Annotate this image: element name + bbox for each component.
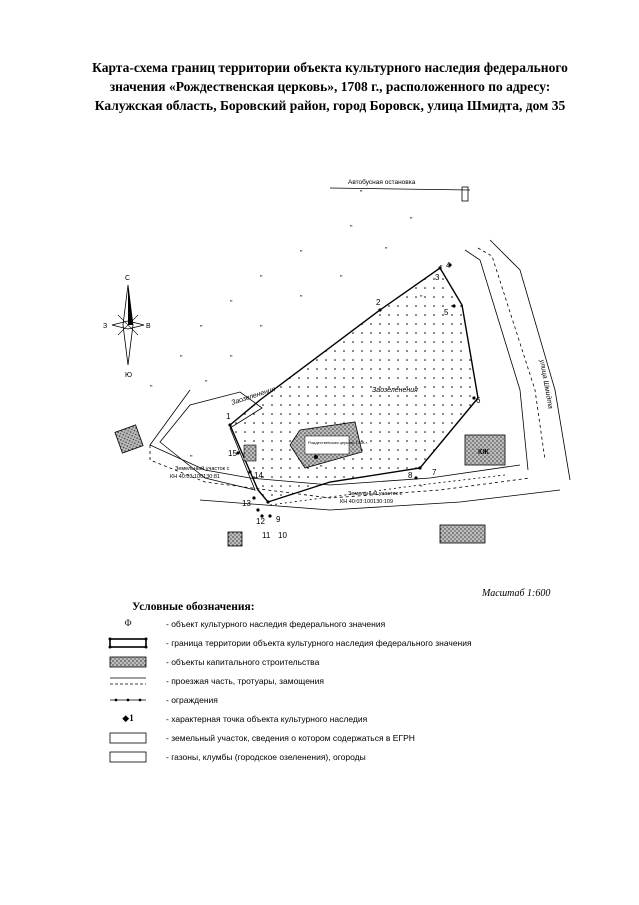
point-labels: 1 2 3 4 5 6 7 8 9 10 11 12 13 14 15 [226, 261, 481, 540]
svg-text:": " [420, 485, 423, 492]
church-label: Рождественская церковь 1708 г. [308, 440, 368, 445]
svg-text:3: 3 [435, 273, 440, 282]
svg-text:13: 13 [242, 499, 251, 508]
svg-text:8: 8 [408, 471, 413, 480]
svg-text:": " [350, 225, 353, 232]
legend-item: - газоны, клумбы (городское озеленения),… [108, 749, 528, 768]
legend: Ф - объект культурного наследия федераль… [108, 616, 528, 768]
svg-text:14: 14 [254, 471, 263, 480]
svg-text:": " [260, 275, 263, 282]
svg-text:9: 9 [276, 515, 281, 524]
svg-text:": " [360, 190, 363, 197]
svg-text:": " [200, 325, 203, 332]
svg-text:": " [260, 325, 263, 332]
svg-text:10: 10 [278, 531, 287, 540]
svg-text:": " [190, 455, 193, 462]
object-point-icon [314, 455, 318, 459]
svg-text:11: 11 [262, 531, 271, 540]
svg-text:7: 7 [432, 468, 437, 477]
building-icon [109, 656, 147, 668]
parcel-1-line-2: КН 40:03:100130:81 [170, 474, 220, 480]
building-west [114, 424, 144, 454]
legend-item: - земельный участок, сведения о котором … [108, 730, 528, 749]
svg-text:4: 4 [446, 261, 451, 270]
legend-item: - объекты капитального строительства [108, 654, 528, 673]
building-south-east [439, 524, 486, 544]
road-dashed-east [477, 247, 546, 461]
compass-west: З [103, 323, 107, 330]
parcel-2-line-2: КН 40:03:100130:109 [340, 499, 393, 505]
street-label: улица Шмидта [538, 358, 555, 410]
legend-title: Условные обозначения: [132, 601, 255, 613]
scale-label: Масштаб 1:600 [482, 588, 551, 599]
church-building [289, 421, 363, 469]
svg-text:1: 1 [226, 412, 231, 421]
fence-icon [110, 698, 146, 702]
svg-text:": " [150, 385, 153, 392]
svg-text:": " [180, 355, 183, 362]
legend-item: - ограждения [108, 692, 528, 711]
compass-rose: С Ю З В [103, 275, 151, 379]
map-title: Карта-схема границ территории объекта ку… [60, 58, 600, 115]
svg-text:": " [230, 300, 233, 307]
land-parcel-icon [109, 732, 147, 744]
characteristic-points [228, 263, 476, 518]
building-small [243, 444, 257, 462]
svg-text:": " [300, 295, 303, 302]
greenery-strip [159, 391, 263, 491]
svg-text:6: 6 [476, 396, 481, 405]
characteristic-point-icon: ◆1 [122, 713, 134, 723]
title-line-3: Калужская область, Боровский район, горо… [94, 98, 566, 113]
svg-text:": " [385, 247, 388, 254]
road-edge-far-south [199, 489, 561, 511]
title-line-1: Карта-схема границ территории объекта ку… [92, 60, 568, 75]
legend-item: Ф - объект культурного наследия федераль… [108, 616, 528, 635]
roadway-icon [110, 677, 146, 685]
svg-text:12: 12 [256, 517, 265, 526]
svg-text:15: 15 [228, 449, 237, 458]
building-mark: КЖ [478, 449, 489, 456]
building-east [464, 434, 506, 466]
legend-item: - проезжая часть, тротуары, замощения [108, 673, 528, 692]
svg-text:": " [410, 217, 413, 224]
greenery-label-2: Заозеленения [372, 387, 418, 394]
parcel-2-line-1: Земельный участок с [348, 490, 403, 497]
legend-item: ◆1 - характерная точка объекта культурно… [108, 711, 528, 730]
lawn-icon [109, 751, 147, 763]
svg-text:2: 2 [376, 298, 381, 307]
svg-text:": " [300, 250, 303, 257]
title-line-2: значения «Рождественская церковь», 1708 … [109, 79, 551, 94]
fence-east [461, 304, 479, 399]
site-map: """ """ """ """ """ """ """ Рождественск… [103, 178, 571, 547]
legend-item: - граница территории объекта культурного… [108, 635, 528, 654]
compass-north: С [125, 275, 130, 282]
compass-south: Ю [125, 372, 132, 379]
boundary-icon [108, 637, 148, 649]
parcel-1-line-1: Земельный участок с [175, 465, 230, 472]
svg-text:": " [205, 380, 208, 387]
fence-south [269, 474, 506, 506]
object-point-icon: Ф [124, 618, 132, 628]
road-dashed-south [149, 445, 531, 499]
svg-text:": " [230, 355, 233, 362]
road-edge-east [464, 249, 529, 471]
compass-east: В [146, 323, 151, 330]
heritage-territory [229, 266, 479, 503]
bus-stop-line [329, 187, 471, 191]
road-network [149, 187, 571, 511]
svg-text:": " [340, 275, 343, 282]
building-south-west [227, 531, 243, 547]
bus-stop-label: Автобусная остановка [348, 178, 416, 186]
road-edge-far-east [489, 239, 571, 481]
svg-text:5: 5 [444, 308, 449, 317]
bus-stop-icon [461, 186, 469, 202]
